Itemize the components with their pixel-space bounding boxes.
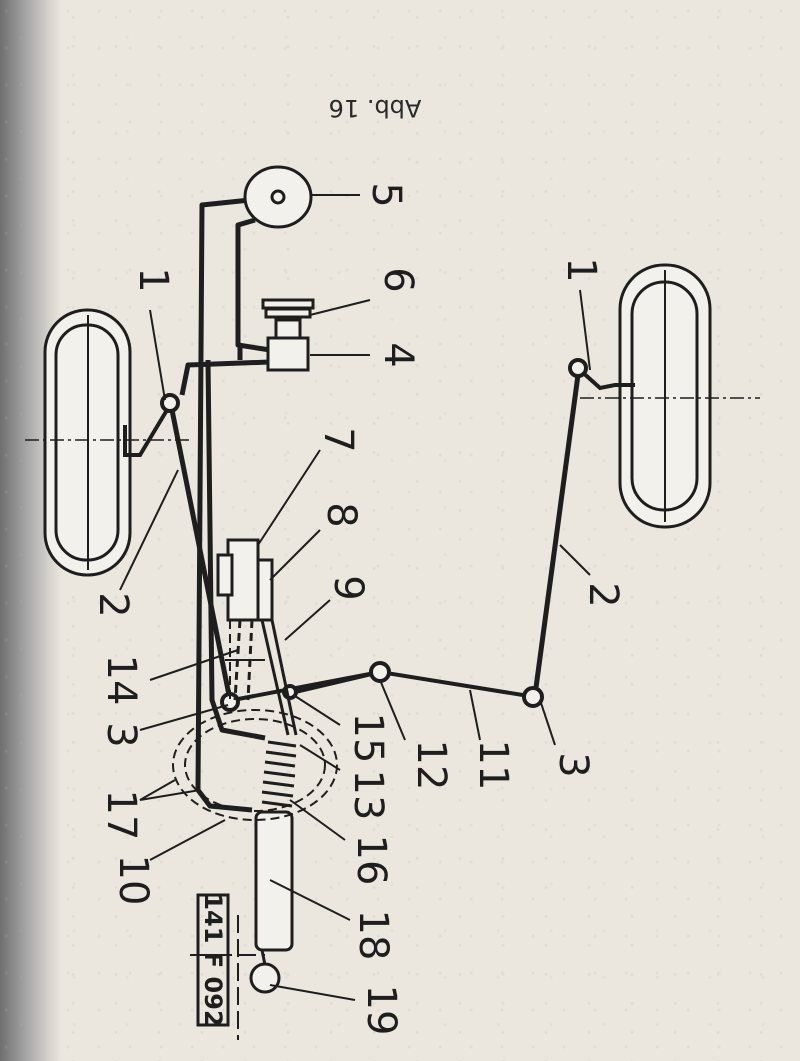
hydraulic-lines [179,197,271,813]
right-tie-rod [532,374,581,696]
svg-text:11: 11 [470,740,516,791]
svg-text:9: 9 [325,575,371,600]
label-18: 18 [350,910,396,961]
svg-text:12: 12 [408,740,454,791]
figure-code-stamp: 141 F 092 [196,893,230,1027]
svg-text:18: 18 [350,910,396,961]
svg-text:15: 15 [345,713,391,764]
label-3-left: 3 [98,722,144,747]
svg-text:13: 13 [345,770,391,821]
svg-text:10: 10 [110,855,156,906]
svg-text:2: 2 [90,592,136,617]
label-19: 19 [358,985,404,1036]
steering-wheel-outline [172,620,338,821]
svg-text:Abb. 16: Abb. 16 [329,94,422,122]
svg-text:14: 14 [98,655,144,706]
pump-pulley [261,298,315,319]
svg-text:141 F 092: 141 F 092 [199,893,227,1026]
label-1-right: 1 [558,257,604,282]
oil-reservoir [243,165,313,229]
svg-text:4: 4 [375,342,421,367]
left-steering-knuckle [123,393,180,457]
svg-text:8: 8 [318,502,364,527]
label-8: 8 [318,502,364,527]
label-2-left: 2 [90,592,136,617]
label-6: 6 [375,267,421,292]
svg-text:3: 3 [98,722,144,747]
svg-text:17: 17 [98,790,144,841]
label-12: 12 [408,740,454,791]
svg-text:3: 3 [550,752,596,777]
label-4: 4 [375,342,421,367]
leader-lines [119,194,591,1001]
svg-text:2: 2 [580,582,626,607]
left-wheel [25,308,190,577]
label-2-right: 2 [580,582,626,607]
label-15: 15 [345,713,391,764]
label-9: 9 [325,575,371,600]
label-7: 7 [315,427,361,452]
drop-arm [225,619,265,701]
label-3-right: 3 [550,752,596,777]
svg-text:7: 7 [315,427,361,452]
control-valve [216,538,260,622]
svg-text:6: 6 [375,267,421,292]
label-1-left: 1 [130,267,176,292]
right-wheel [580,263,760,529]
label-13: 13 [345,770,391,821]
steering-gear [256,558,298,736]
label-14: 14 [98,655,144,706]
hydraulic-pump [266,318,310,372]
svg-text:16: 16 [348,835,394,886]
figure-caption: Abb. 16 [329,94,422,122]
label-17: 17 [98,790,144,841]
label-5: 5 [363,182,409,207]
power-cylinder [249,810,294,994]
label-11: 11 [470,740,516,791]
svg-text:5: 5 [363,182,409,207]
svg-text:1: 1 [558,257,604,282]
label-16: 16 [348,835,394,886]
spring [261,740,297,808]
label-10: 10 [110,855,156,906]
svg-text:19: 19 [358,985,404,1036]
svg-text:1: 1 [130,267,176,292]
